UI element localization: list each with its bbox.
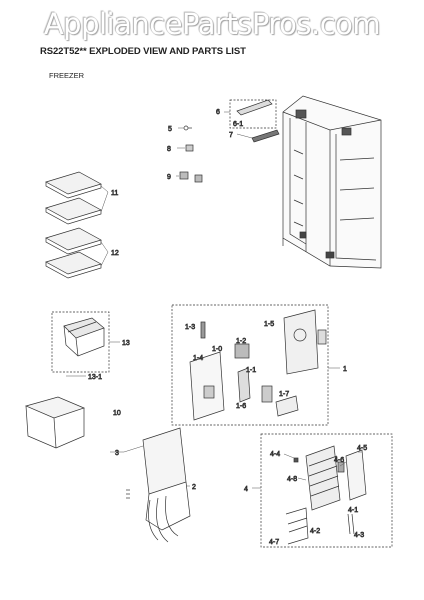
part-9-holders: [179, 171, 203, 183]
callout-1: 1: [343, 366, 347, 373]
callout-2: 2: [192, 484, 196, 491]
part-13-drawer-assembly: [51, 311, 110, 373]
callout-1-3: 1-3: [185, 324, 195, 331]
part-7-strip: [251, 129, 280, 143]
part-4-evaporator-assembly: [260, 433, 393, 548]
part-5-screw: [183, 125, 192, 131]
part-10-bin: [24, 396, 85, 449]
callout-4-8: 4-8: [287, 476, 297, 483]
part-1-evaporator-cover-assembly: [171, 304, 329, 426]
callout-labels: 5 8 9 6 6-1 7 11 12 13 13-1 10 1 1-3 1-5…: [88, 109, 368, 547]
callout-4-2: 4-2: [310, 528, 320, 535]
part-6-mount-bracket: [229, 99, 277, 129]
callout-1-5: 1-5: [264, 321, 274, 328]
part-8-clip: [185, 144, 194, 152]
watermark-logo: AppliancePartsPros.com: [43, 7, 381, 41]
part-2-duct-panel: [126, 427, 191, 543]
callout-8: 8: [167, 146, 171, 153]
callout-4-5: 4-5: [357, 445, 367, 452]
page-title: RS22T52** EXPLODED VIEW AND PARTS LIST: [40, 46, 246, 57]
callout-11: 11: [111, 190, 118, 197]
callout-4-3: 4-3: [354, 532, 364, 539]
callout-6-1: 6-1: [233, 121, 243, 128]
callout-13: 13: [122, 340, 130, 347]
callout-4-4: 4-4: [270, 451, 280, 458]
part-12-shelves: [45, 227, 102, 279]
callout-1-4: 1-4: [193, 355, 203, 362]
callout-9: 9: [167, 174, 171, 181]
leader-lines: [66, 111, 362, 489]
callout-1-1: 1-1: [246, 367, 256, 374]
callout-12: 12: [111, 250, 119, 257]
callout-4: 4: [244, 486, 248, 493]
callout-1-7: 1-7: [279, 391, 289, 398]
callout-13-1: 13-1: [88, 374, 102, 381]
callout-1-0: 1-0: [212, 346, 222, 353]
callout-6: 6: [216, 109, 220, 116]
callout-5: 5: [168, 126, 172, 133]
callout-1-6: 1-6: [236, 403, 246, 410]
section-label: FREEZER: [49, 71, 85, 80]
callout-1-2: 1-2: [236, 338, 246, 345]
callout-4-1: 4-1: [348, 507, 358, 514]
callout-3: 3: [115, 450, 119, 457]
callout-4-6: 4-6: [334, 457, 344, 464]
callout-4-7: 4-7: [269, 539, 279, 546]
callout-7: 7: [229, 132, 233, 139]
refrigerator-cabinet: [282, 95, 382, 269]
callout-10: 10: [113, 410, 121, 417]
part-11-shelves: [45, 171, 102, 225]
